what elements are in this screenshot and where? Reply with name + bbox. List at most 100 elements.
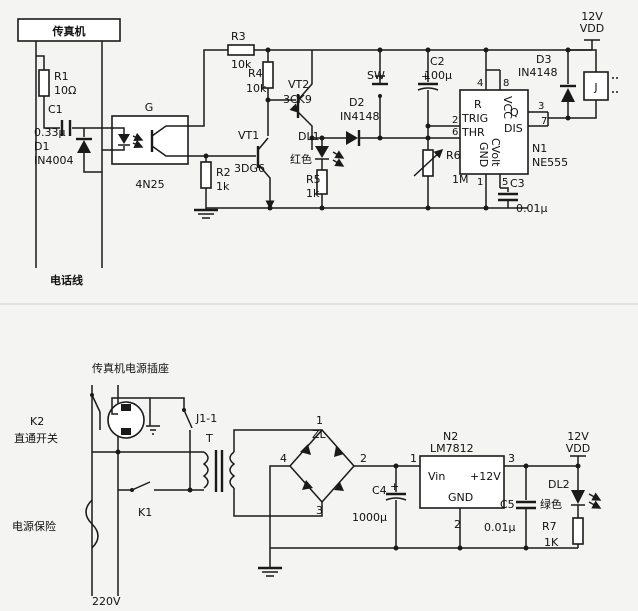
ground-symbol-bottom [258,560,282,577]
r6-value: 1M [452,173,469,186]
c2-value: 100μ [424,69,452,82]
bridge-ref: ZL [312,428,327,441]
r4-value: 10k [246,82,267,95]
c2-ref: C2 [430,55,445,68]
capacitor-c4: + C4 1000μ [352,463,407,548]
bridge-pin-1: 1 [316,414,323,427]
r1-value: 10Ω [54,84,76,97]
regulator-vin: Vin [428,470,445,483]
r3-ref: R3 [231,30,246,43]
fuse-label: 电源保险 [12,519,56,533]
led-dl1: DL1 红色 [290,130,345,170]
relay-ref: J [593,81,597,94]
dl1-ref: DL1 [298,130,320,143]
switch-sw: SW [367,50,388,138]
socket-label: 传真机电源插座 [92,361,169,375]
mains-label: 220V [92,595,121,608]
regulator-gnd: GND [448,491,473,504]
regulator-pin-1: 1 [410,452,417,465]
relay-contact-j1-1: J1-1 [150,397,217,490]
c3-ref: C3 [510,177,525,190]
r5-value: 1k [306,187,320,200]
transformer-t: T [202,429,300,517]
capacitor-c1: C1 0.33μ [34,103,84,139]
pin-gnd-label: GND [477,142,490,167]
c1-ref: C1 [48,103,63,116]
c3-value: 0.01μ [516,202,548,215]
transformer-ref: T [205,432,213,445]
regulator-lm7812: N2 LM7812 Vin +12V GND 1 2 3 [410,430,578,548]
svg-text:+: + [390,480,399,493]
bridge-pin-4: 4 [280,452,287,465]
diode-d1: D1 IN4004 [34,127,102,173]
ground-symbol-top [194,208,218,219]
dl2-color: 绿色 [540,497,562,511]
dl1-color: 红色 [290,152,312,166]
transistor-vt1: VT1 3DG6 [206,100,275,210]
r2-ref: R2 [216,166,231,179]
capacitor-c5: C5 0.01μ [484,463,536,548]
d1-ref: D1 [34,140,49,153]
c4-value: 1000μ [352,511,387,524]
pin-8-number: 8 [503,78,509,89]
pin-1-number: 1 [477,177,483,188]
regulator-ref: N2 [443,430,458,443]
regulator-out: +12V [470,470,501,483]
c1-value: 0.33μ [34,126,66,139]
pin-5-number: 5 [502,177,508,188]
relay-j: J [583,71,620,101]
pin-r-label: R [474,98,482,111]
resistor-r1: R1 10Ω [36,55,76,112]
resistor-r2: R2 1k [200,156,231,208]
optocoupler-4n25: G 4N25 [102,101,189,191]
sw-ref: SW [367,69,385,82]
resistor-r5: R5 1k [306,169,328,208]
capacitor-c3: C3 0.01μ [498,177,548,215]
switch-k1: K1 [118,481,204,519]
regulator-part: LM7812 [430,442,474,455]
wire-to-555-inputs [428,125,450,139]
dl2-ref: DL2 [548,478,570,491]
k2-label: 直通开关 [14,431,58,445]
diode-d3: D3 IN4148 [518,50,576,118]
power-socket [107,397,160,439]
vdd-bottom-terminal: 12V VDD [566,430,590,466]
vt1-ref: VT1 [238,129,259,142]
optocoupler-part: 4N25 [135,178,164,191]
bridge-pin-2: 2 [360,452,367,465]
wire-555-to-relay [547,112,568,126]
d3-part: IN4148 [518,66,557,79]
ic-ne555: 4 8 R VCC 2 6 TRIG THR 3 7 Q DIS CVolt G… [450,50,568,208]
led-dl2: DL2 绿色 [540,463,602,511]
regulator-pin-2: 2 [454,518,461,531]
potentiometer-r6: R6 1M [413,148,469,208]
optocoupler-ref: G [145,101,154,114]
resistor-r3: R3 10k [227,30,268,71]
r4-ref: R4 [248,67,263,80]
capacitor-c2: + C2 100μ [417,50,452,100]
pin-4-number: 4 [477,78,483,89]
vdd-top-name: VDD [580,22,604,35]
vdd-bottom-name: VDD [566,442,590,455]
vt2-part: 3CK9 [283,93,312,106]
pin-2-number: 2 [452,115,458,126]
vt2-ref: VT2 [288,78,309,91]
c5-ref: C5 [500,498,515,511]
fax-machine-box: 传真机 [17,18,121,42]
svg-text:+: + [421,70,430,83]
bridge-pin-3: 3 [316,504,323,517]
phone-line-label: 电话线 [50,273,83,287]
d3-ref: D3 [536,53,551,66]
fax-machine-label: 传真机 [52,24,86,38]
k1-ref: K1 [138,506,152,519]
vdd-top-terminal: 12V VDD [580,10,604,50]
vt1-part: 3DG6 [234,162,265,175]
c5-value: 0.01μ [484,521,516,534]
d2-part: IN4148 [340,110,379,123]
ic555-ref: N1 [532,142,547,155]
r1-ref: R1 [54,70,69,83]
resistor-r7: R7 1K [542,505,584,549]
c4-ref: C4 [372,484,387,497]
pin-3-number: 3 [538,101,544,112]
